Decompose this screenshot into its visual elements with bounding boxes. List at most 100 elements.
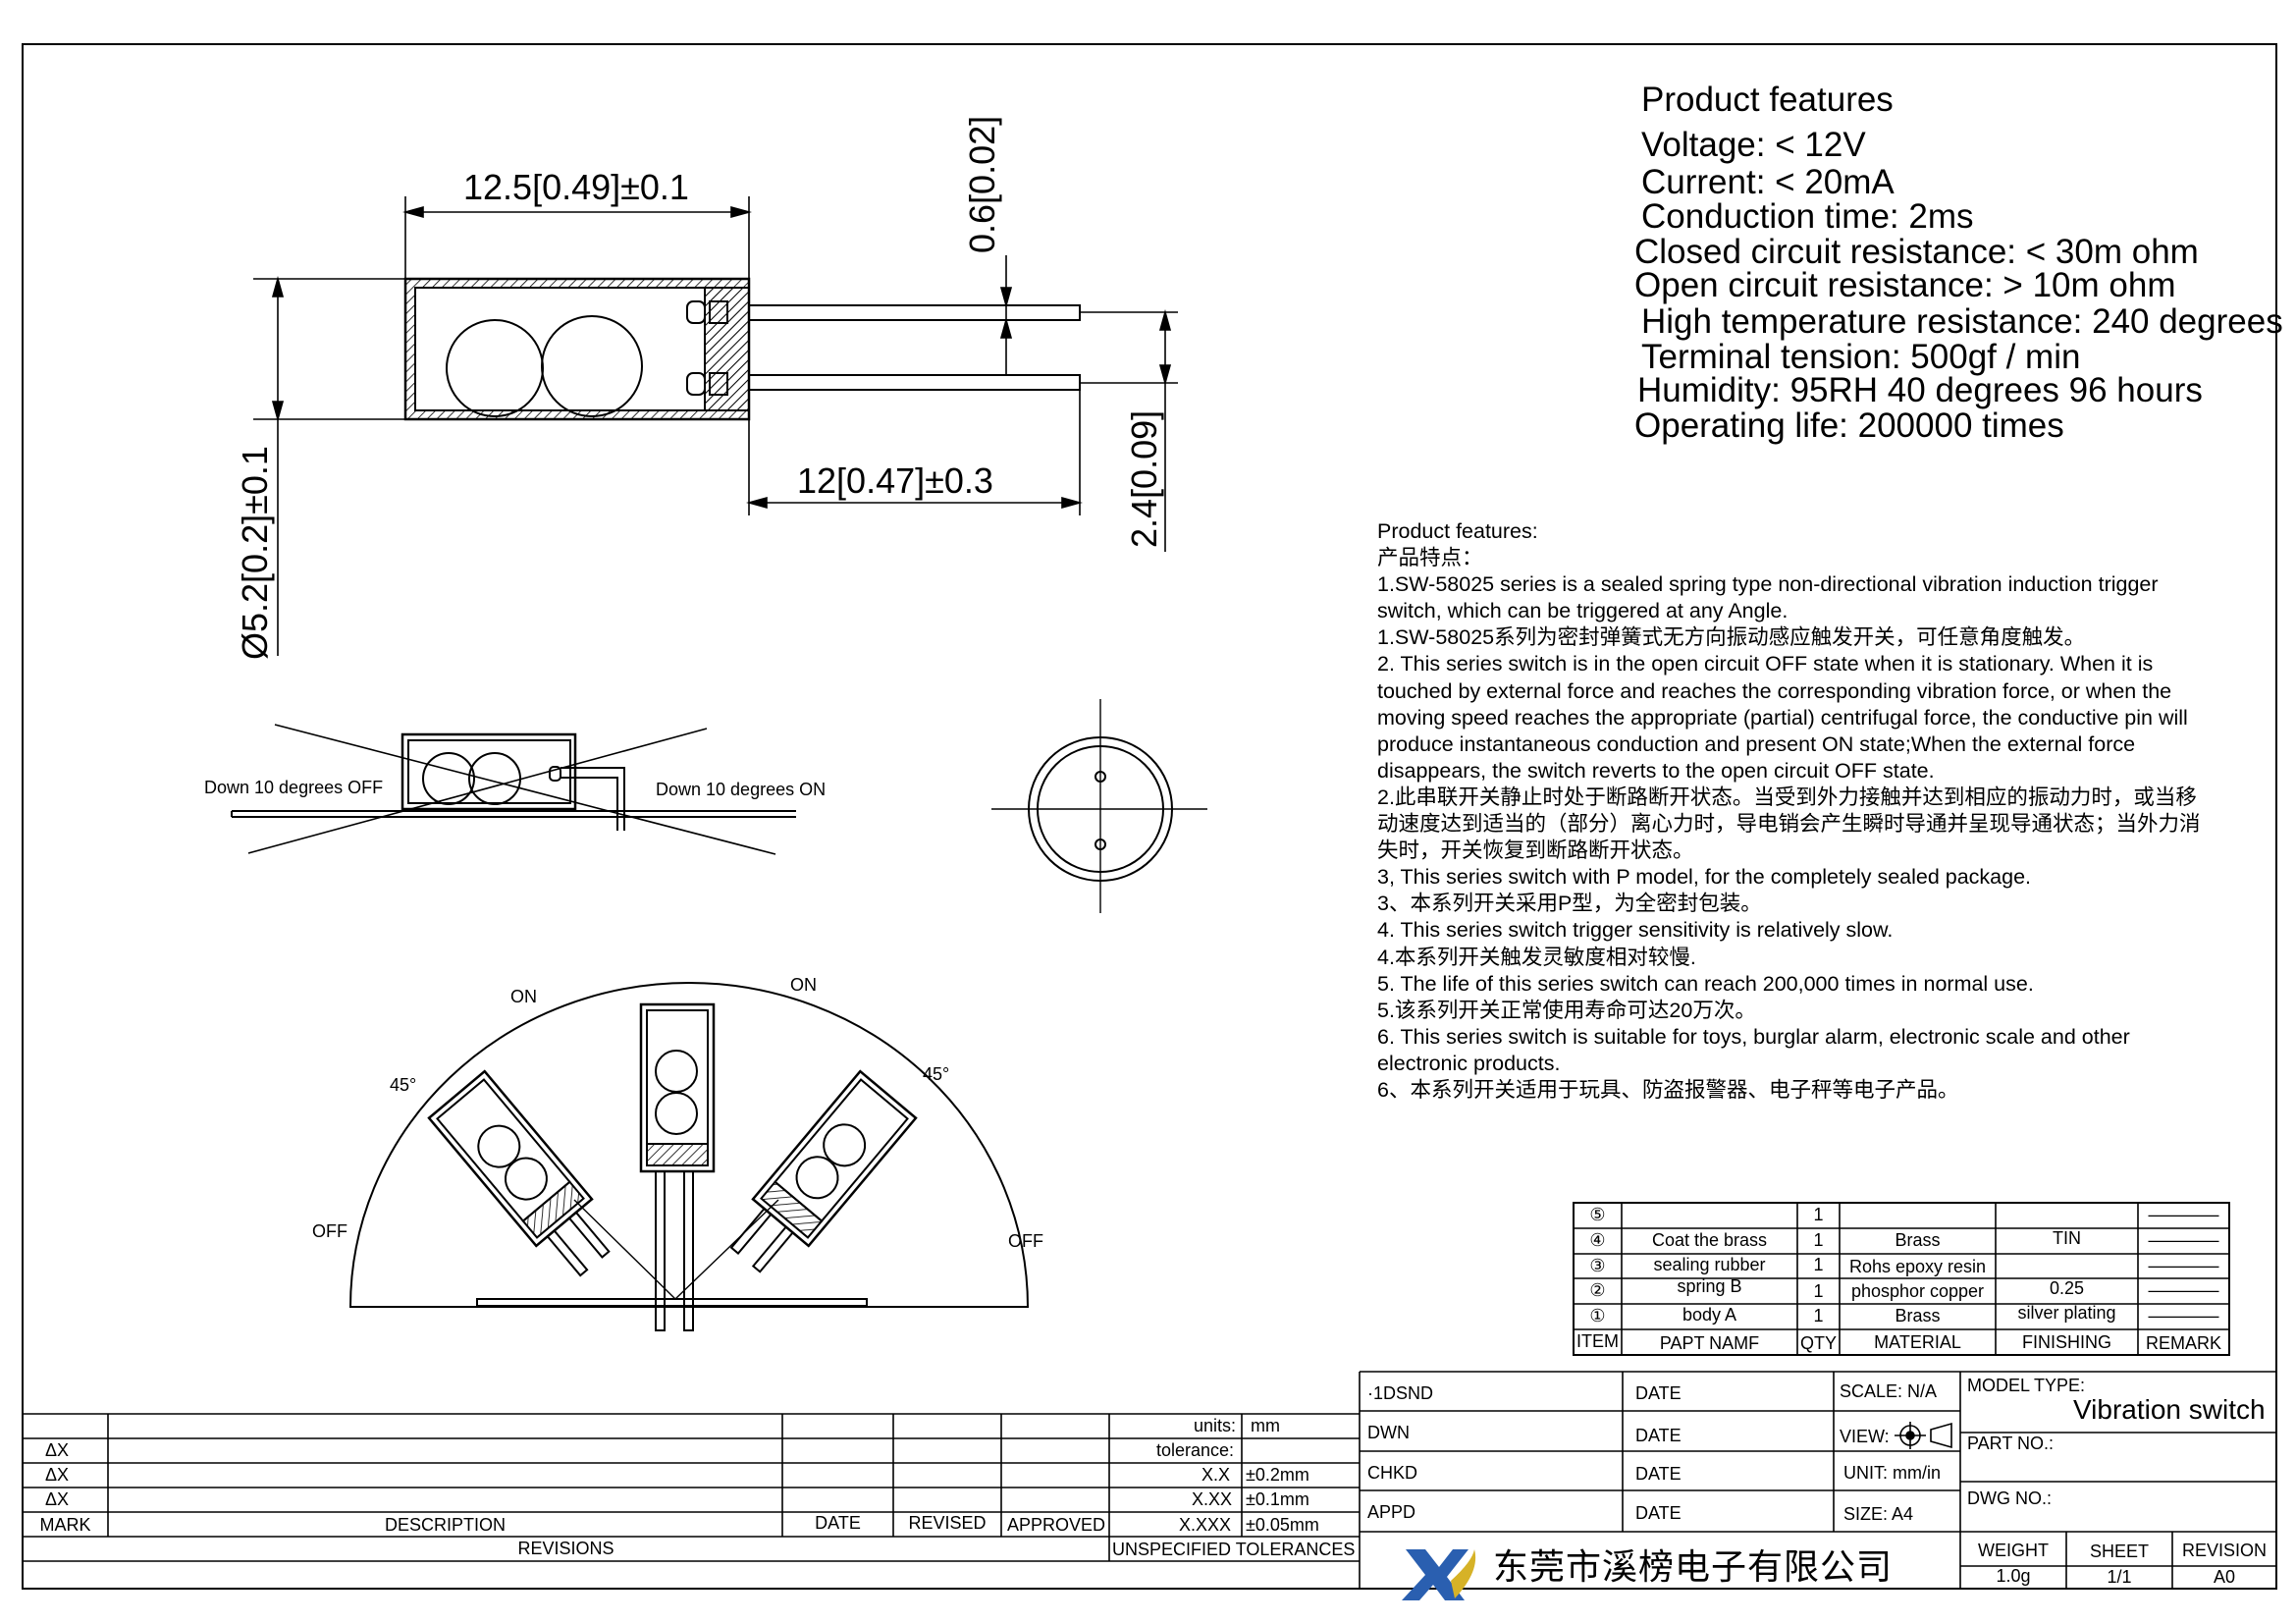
feature-temperature: High temperature resistance: 240 degrees [1641,302,2283,341]
bom-item: ⑤ [1589,1205,1606,1224]
label-45-right: 45° [923,1064,949,1084]
feature-conduction-time: Conduction time: 2ms [1641,197,1974,236]
note-line: 产品特点： [1377,546,1483,570]
note-line: 6. This series switch is suitable for to… [1377,1024,2130,1049]
bom-qty: 1 [1813,1306,1824,1325]
bom-material: phosphor copper [1850,1281,1985,1301]
bom-qty: 1 [1813,1230,1824,1250]
features-title: Product features [1641,81,1894,119]
projection-view-icon [1895,1422,1952,1449]
note-line: 6、本系列开关适用于玩具、防盗报警器、电子秤等电子产品。 [1377,1077,1959,1102]
revision-header-mark: MARK [39,1515,91,1535]
note-line: 2.此串联开关静止时处于断路断开状态。当受到外力接触并达到相应的振动力时，或当移 [1377,784,2197,809]
signoff-date-label: DATE [1635,1503,1682,1523]
note-line: 4.本系列开关触发灵敏度相对较慢. [1377,945,1696,969]
units-value: mm [1251,1416,1280,1435]
note-line: 4. This series switch trigger sensitivit… [1377,918,1894,943]
weight-label: WEIGHT [1978,1541,2049,1560]
dim-pin-length: 12[0.47]±0.3 [797,460,993,501]
product-notes: Product features: 产品特点： 1.SW-58025 serie… [1377,518,2241,1104]
feature-open-resistance: Open circuit resistance: > 10m ohm [1634,266,2176,304]
sheet-value: 1/1 [2107,1567,2132,1587]
note-line: moving speed reaches the appropriate (pa… [1377,705,2188,730]
bom-finishing: silver plating [2017,1303,2116,1323]
signoff-row-drawn: DWN [1367,1423,1410,1442]
bom-material: Brass [1895,1230,1941,1250]
bom-remark: ———— [2148,1230,2219,1250]
note-line: 3, This series switch with P model, for … [1377,865,2032,890]
bom-header-finishing: FINISHING [2021,1332,2111,1352]
revision-header-description: DESCRIPTION [384,1515,506,1535]
revisions-grid [23,1413,1360,1562]
tolerance-xx-value: ±0.1mm [1246,1489,1309,1509]
signoff-row-approved: APPD [1367,1502,1416,1522]
label-down-on: Down 10 degrees ON [656,780,826,799]
revision-header-date: DATE [815,1513,861,1533]
signoff-row-design: ·1DSND [1367,1383,1434,1403]
bom-material: Rohs epoxy resin [1848,1257,1987,1276]
bom-remark: ———— [2148,1306,2219,1325]
feature-humidity: Humidity: 95RH 40 degrees 96 hours [1637,371,2203,409]
label-45-left: 45° [390,1075,416,1095]
revision-mark: ΔX [45,1440,70,1460]
tolerance-xxx-value: ±0.05mm [1246,1515,1319,1535]
orientation-view [348,982,1030,1331]
feature-voltage: Voltage: < 12V [1641,126,1866,164]
bom-item: ③ [1589,1256,1606,1275]
side-view [403,277,1081,421]
bom-part: Coat the brass [1651,1230,1768,1250]
bom-header-item: ITEM [1576,1331,1619,1351]
upright-switch [639,1002,716,1331]
tolerance-xx-label: X.XX [1192,1489,1233,1509]
dwg-no-label: DWG NO.: [1967,1488,2052,1508]
revision-value: A0 [2213,1567,2236,1587]
bom-remark: ———— [2148,1280,2219,1300]
company-logo-icon [1402,1549,1476,1600]
note-line: 1.SW-58025 series is a sealed spring typ… [1377,572,2159,597]
bom-item: ② [1589,1280,1606,1300]
drawing-frame [22,43,2277,1590]
label-down-off: Down 10 degrees OFF [204,778,383,797]
dim-width: 12.5[0.49]±0.1 [463,167,689,207]
bom-remark: ———— [2148,1205,2219,1224]
tolerance-label: tolerance: [1156,1440,1235,1460]
bom-remark: ———— [2148,1256,2219,1275]
bom-header-material: MATERIAL [1874,1332,1961,1352]
note-line: produce instantaneous conduction and pre… [1377,731,2136,756]
dim-pin-gap: 0.6[0.02] [962,116,1002,253]
bom-finishing: TIN [2053,1228,2081,1248]
part-no-label: PART NO.: [1967,1434,2055,1453]
tolerance-xxx-label: X.XXX [1179,1515,1232,1535]
tolerance-x-label: X.X [1201,1465,1231,1485]
note-line: switch, which can be triggered at any An… [1377,599,1789,623]
bom-part: body A [1682,1305,1737,1325]
note-line: 3、本系列开关采用P型，为全密封包装。 [1377,892,1762,916]
note-line: electronic products. [1377,1051,1561,1075]
revision-mark: ΔX [45,1489,70,1509]
bom-item: ④ [1589,1230,1606,1250]
dimension-labels: 12.5[0.49]±0.1 12[0.47]±0.3 0.6[0.02] 2.… [235,116,1164,660]
revision-label: REVISION [2181,1541,2268,1560]
note-line: Product features: [1377,519,1538,543]
model-type-label: MODEL TYPE: [1967,1376,2086,1395]
dimension-lines [253,196,1178,656]
bom-header-remark: REMARK [2145,1333,2221,1353]
label-off-right: OFF [1008,1231,1043,1251]
dim-diameter: Ø5.2[0.2]±0.1 [235,446,275,660]
feature-closed-resistance: Closed circuit resistance: < 30m ohm [1634,233,2199,271]
tolerances-footer: UNSPECIFIED TOLERANCES [1112,1540,1356,1559]
note-line: 5.该系列开关正常使用寿命可达20万次。 [1377,998,1756,1022]
signoff-date-label: DATE [1635,1464,1682,1484]
diagram-labels: Down 10 degrees OFF Down 10 degrees ON O… [204,778,1043,1251]
company-name: 东莞市溪榜电子有限公司 [1493,1547,1894,1588]
feature-current: Current: < 20mA [1641,163,1895,201]
revisions-footer: REVISIONS [517,1539,614,1558]
bom-part: sealing rubber [1653,1255,1766,1274]
bom-part: spring B [1677,1276,1742,1296]
model-type-value: Vibration switch [2073,1394,2266,1425]
unit-label: UNIT: mm/in [1843,1463,1941,1483]
scale-label: SCALE: N/A [1840,1381,1938,1401]
note-line: 动速度达到适当的（部分）离心力时，导电销会产生瞬时导通并呈现导通状态；当外力消 [1377,812,2201,837]
label-on-right: ON [790,975,817,995]
